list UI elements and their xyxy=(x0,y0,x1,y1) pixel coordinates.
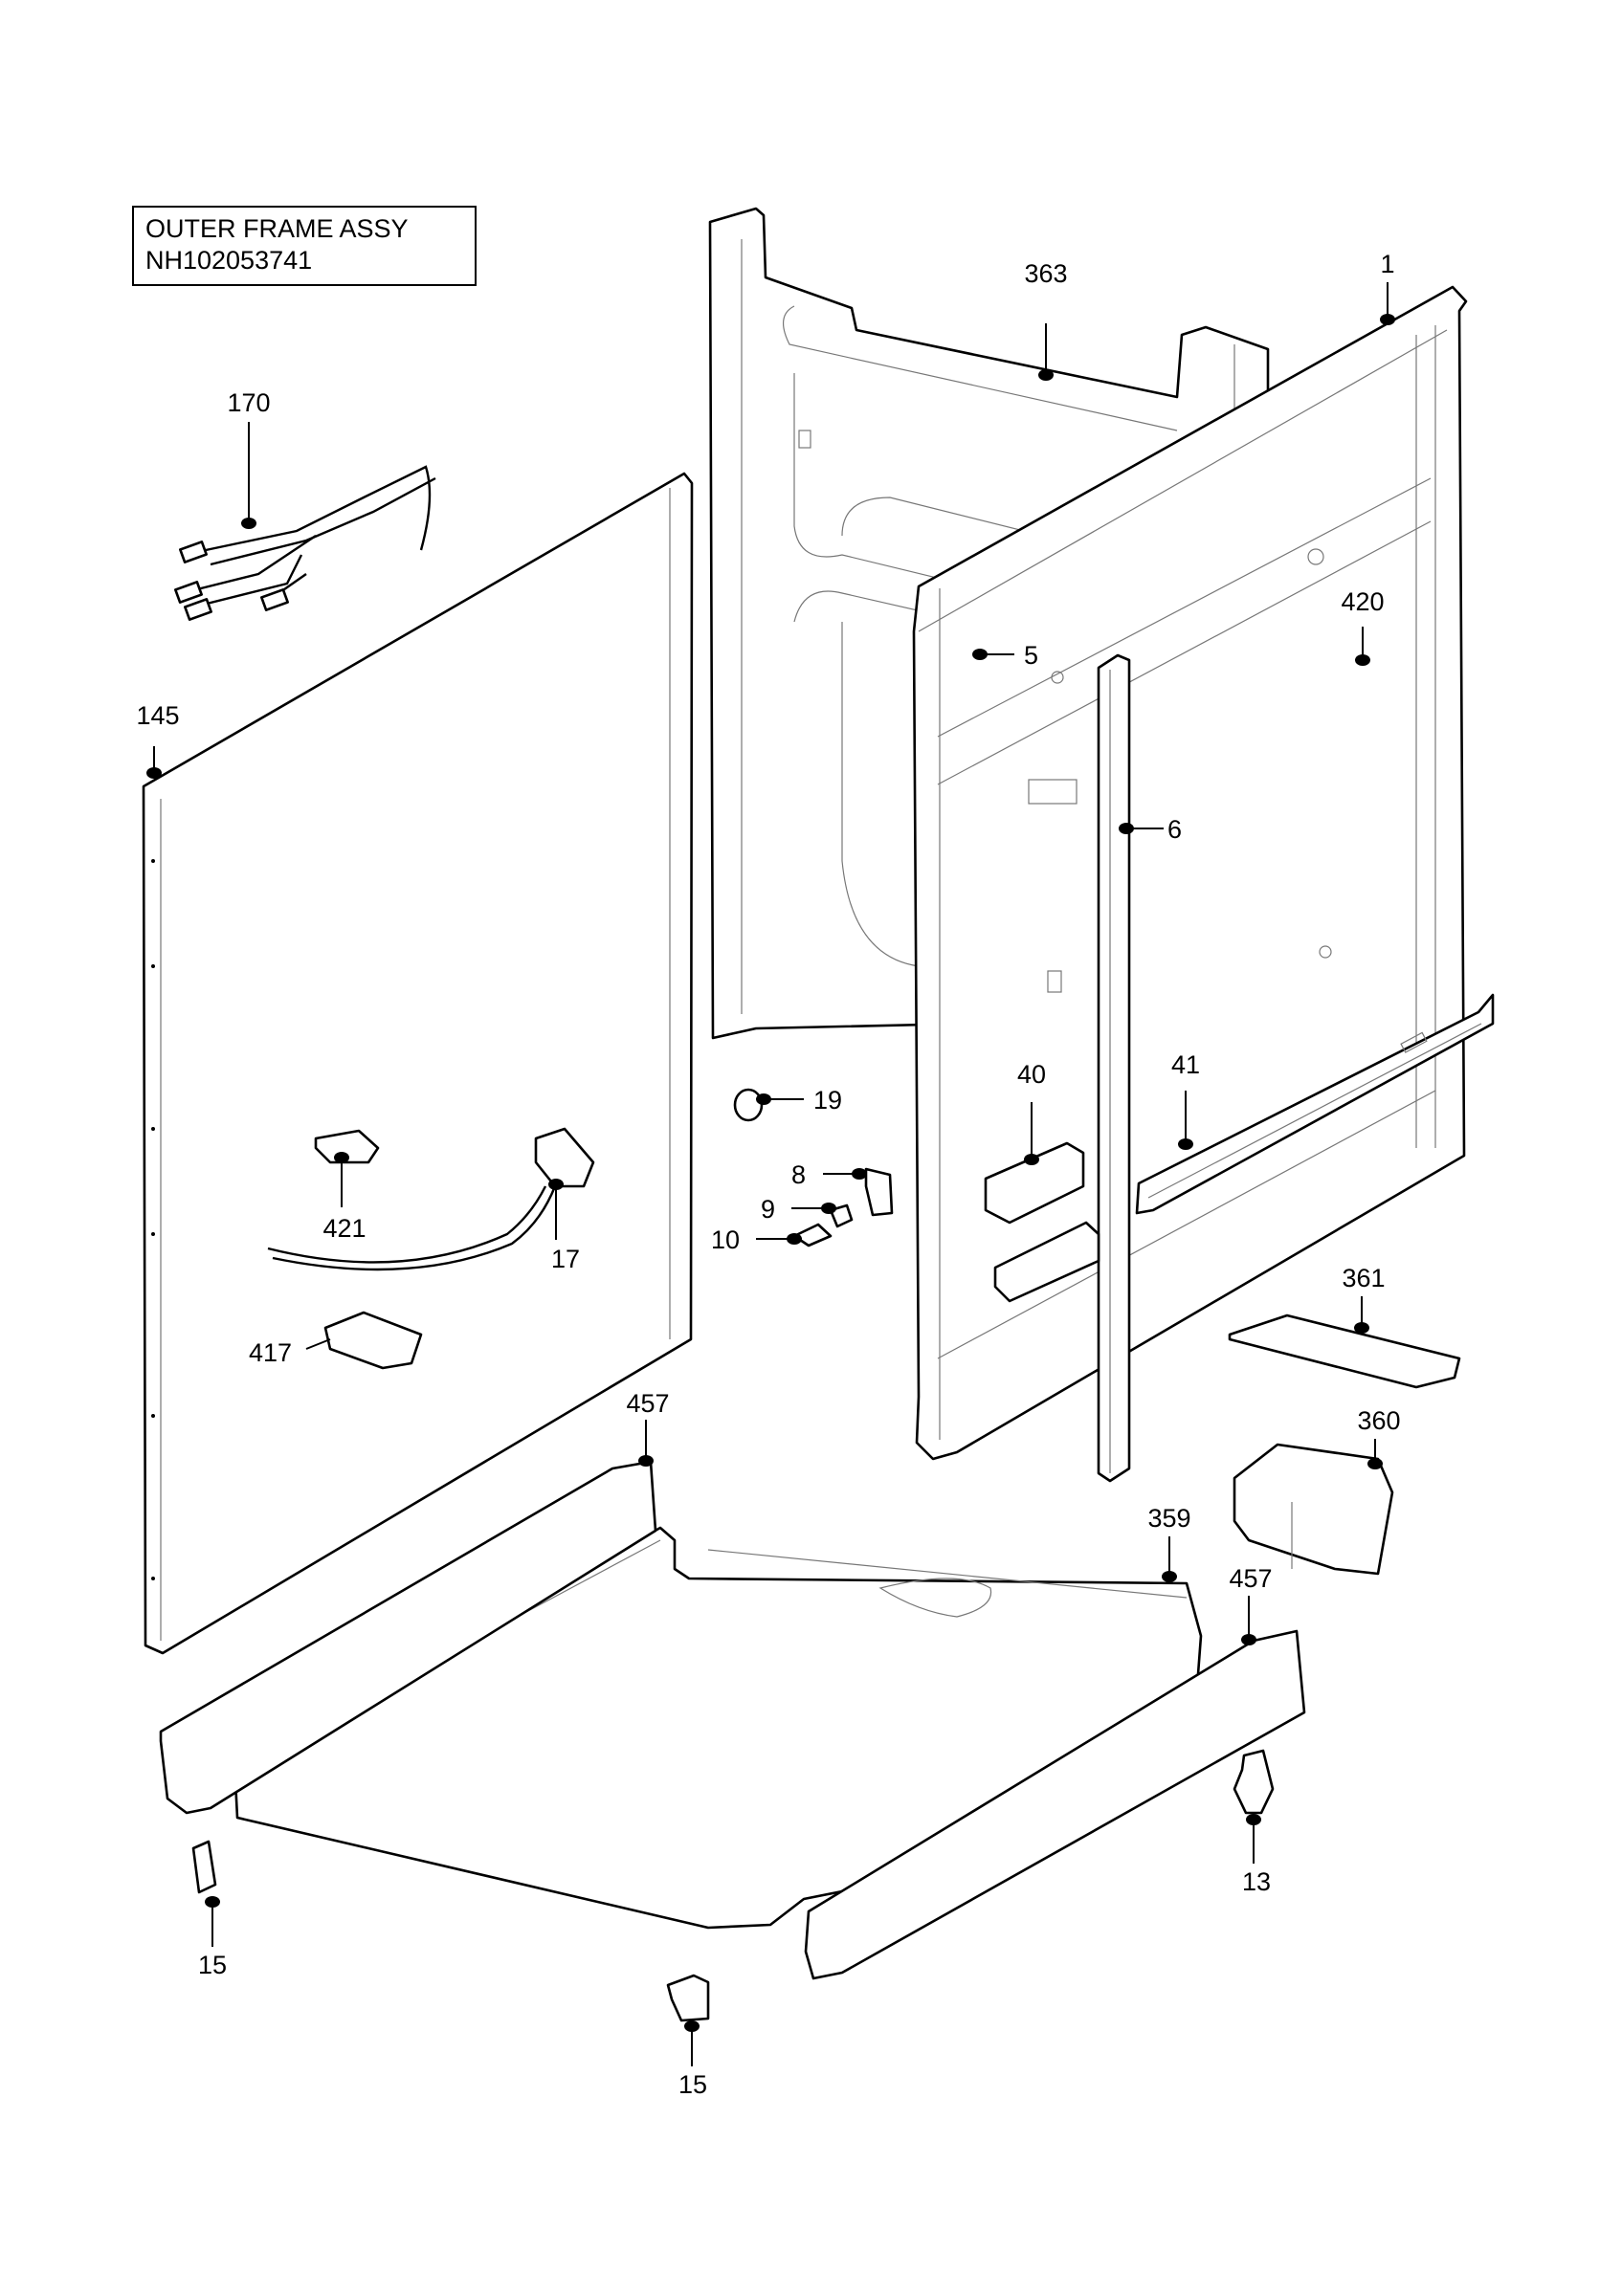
part-17-cable xyxy=(267,1127,595,1271)
part-19-grommet xyxy=(733,1088,764,1122)
callout-457-left: 457 xyxy=(626,1389,669,1418)
callout-420: 420 xyxy=(1341,587,1384,616)
callout-170: 170 xyxy=(227,388,270,417)
callout-359: 359 xyxy=(1147,1504,1190,1533)
callout-421: 421 xyxy=(322,1214,366,1243)
callout-leaders xyxy=(146,282,1395,2066)
callout-6: 6 xyxy=(1167,815,1182,844)
assembly-title-box: OUTER FRAME ASSY NH102053741 xyxy=(132,206,477,286)
callout-1: 1 xyxy=(1380,250,1394,278)
part-457-side-rail-right xyxy=(804,1629,1306,1980)
callout-41: 41 xyxy=(1171,1050,1200,1079)
callout-363: 363 xyxy=(1024,259,1067,288)
callout-15-left: 15 xyxy=(198,1951,227,1979)
part-6-vertical-strip xyxy=(1097,653,1131,1483)
part-361-strip xyxy=(1228,1314,1461,1389)
assembly-title: OUTER FRAME ASSY xyxy=(145,214,409,243)
part-170-wiring-harness xyxy=(174,465,436,621)
callout-15-bottom: 15 xyxy=(678,2070,707,2099)
part-40-bracket xyxy=(984,1141,1100,1303)
part-145-side-panel xyxy=(142,472,694,1655)
part-359-base-plate xyxy=(233,1526,1208,1930)
callout-17: 17 xyxy=(551,1245,580,1273)
callout-13: 13 xyxy=(1242,1867,1271,1896)
part-360-housing xyxy=(1233,1443,1394,1576)
callout-19: 19 xyxy=(813,1086,842,1115)
callout-361: 361 xyxy=(1342,1264,1385,1292)
callout-9: 9 xyxy=(761,1195,775,1224)
part-417-bracket xyxy=(323,1311,423,1370)
callout-145: 145 xyxy=(136,701,179,730)
callout-10: 10 xyxy=(711,1225,740,1254)
part-13-foot xyxy=(1233,1749,1275,1815)
part-9-screw xyxy=(829,1203,854,1228)
callout-360: 360 xyxy=(1357,1406,1400,1435)
callout-417: 417 xyxy=(249,1338,292,1367)
callout-labels: 363 1 170 420 5 145 6 19 40 41 8 9 10 42… xyxy=(136,250,1400,2099)
part-15-clip-left xyxy=(191,1840,217,1894)
part-10-pin xyxy=(792,1223,833,1247)
part-41-cross-rail xyxy=(1135,993,1495,1215)
callout-5: 5 xyxy=(1024,641,1038,670)
part-421-clip xyxy=(314,1129,380,1164)
callout-457-right: 457 xyxy=(1229,1564,1272,1593)
part-8-plate xyxy=(864,1167,894,1217)
part-15-clip-bottom xyxy=(666,1974,710,2022)
assembly-part-number: NH102053741 xyxy=(145,246,313,275)
part-457-side-rail-left xyxy=(159,1460,657,1815)
callout-8: 8 xyxy=(791,1160,806,1189)
callout-40: 40 xyxy=(1017,1060,1046,1089)
